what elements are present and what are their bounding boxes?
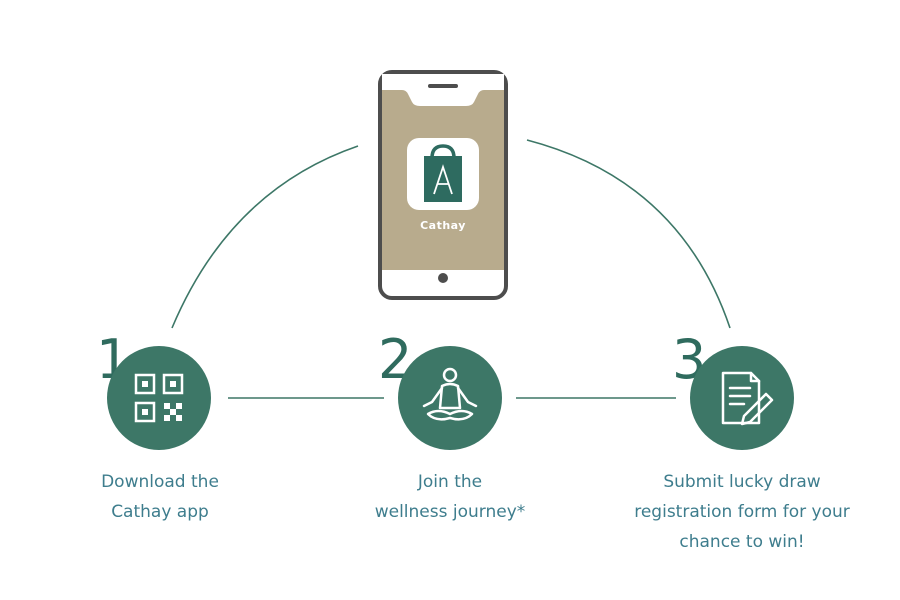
step-2-line-2: wellness journey* <box>374 502 526 522</box>
step-1-text: Download the Cathay app <box>60 467 260 527</box>
form-pencil-icon <box>721 371 774 426</box>
step-2-circle <box>398 346 502 450</box>
step-1-line-2: Cathay app <box>111 502 209 522</box>
step-1-circle <box>107 346 211 450</box>
qr-code-icon <box>134 373 184 423</box>
step-3-circle <box>690 346 794 450</box>
phone-speaker <box>428 84 458 88</box>
phone-home-button <box>438 273 448 283</box>
step-3-line-3: chance to win! <box>679 532 805 552</box>
right-arc <box>526 139 731 329</box>
phone-notch <box>382 74 504 106</box>
meditation-icon <box>422 367 478 421</box>
phone-illustration <box>378 70 508 300</box>
step-2-line-1: Join the <box>417 472 483 492</box>
shopping-bag-a-icon <box>407 138 479 210</box>
step-2-text: Join the wellness journey* <box>340 467 560 527</box>
step-3-text: Submit lucky draw registration form for … <box>612 467 872 557</box>
step-3-line-1: Submit lucky draw <box>663 472 821 492</box>
step-1-line-1: Download the <box>101 472 219 492</box>
step-3-line-2: registration form for your <box>634 502 850 522</box>
app-name-label: Cathay <box>420 219 466 232</box>
left-arc <box>171 145 359 329</box>
